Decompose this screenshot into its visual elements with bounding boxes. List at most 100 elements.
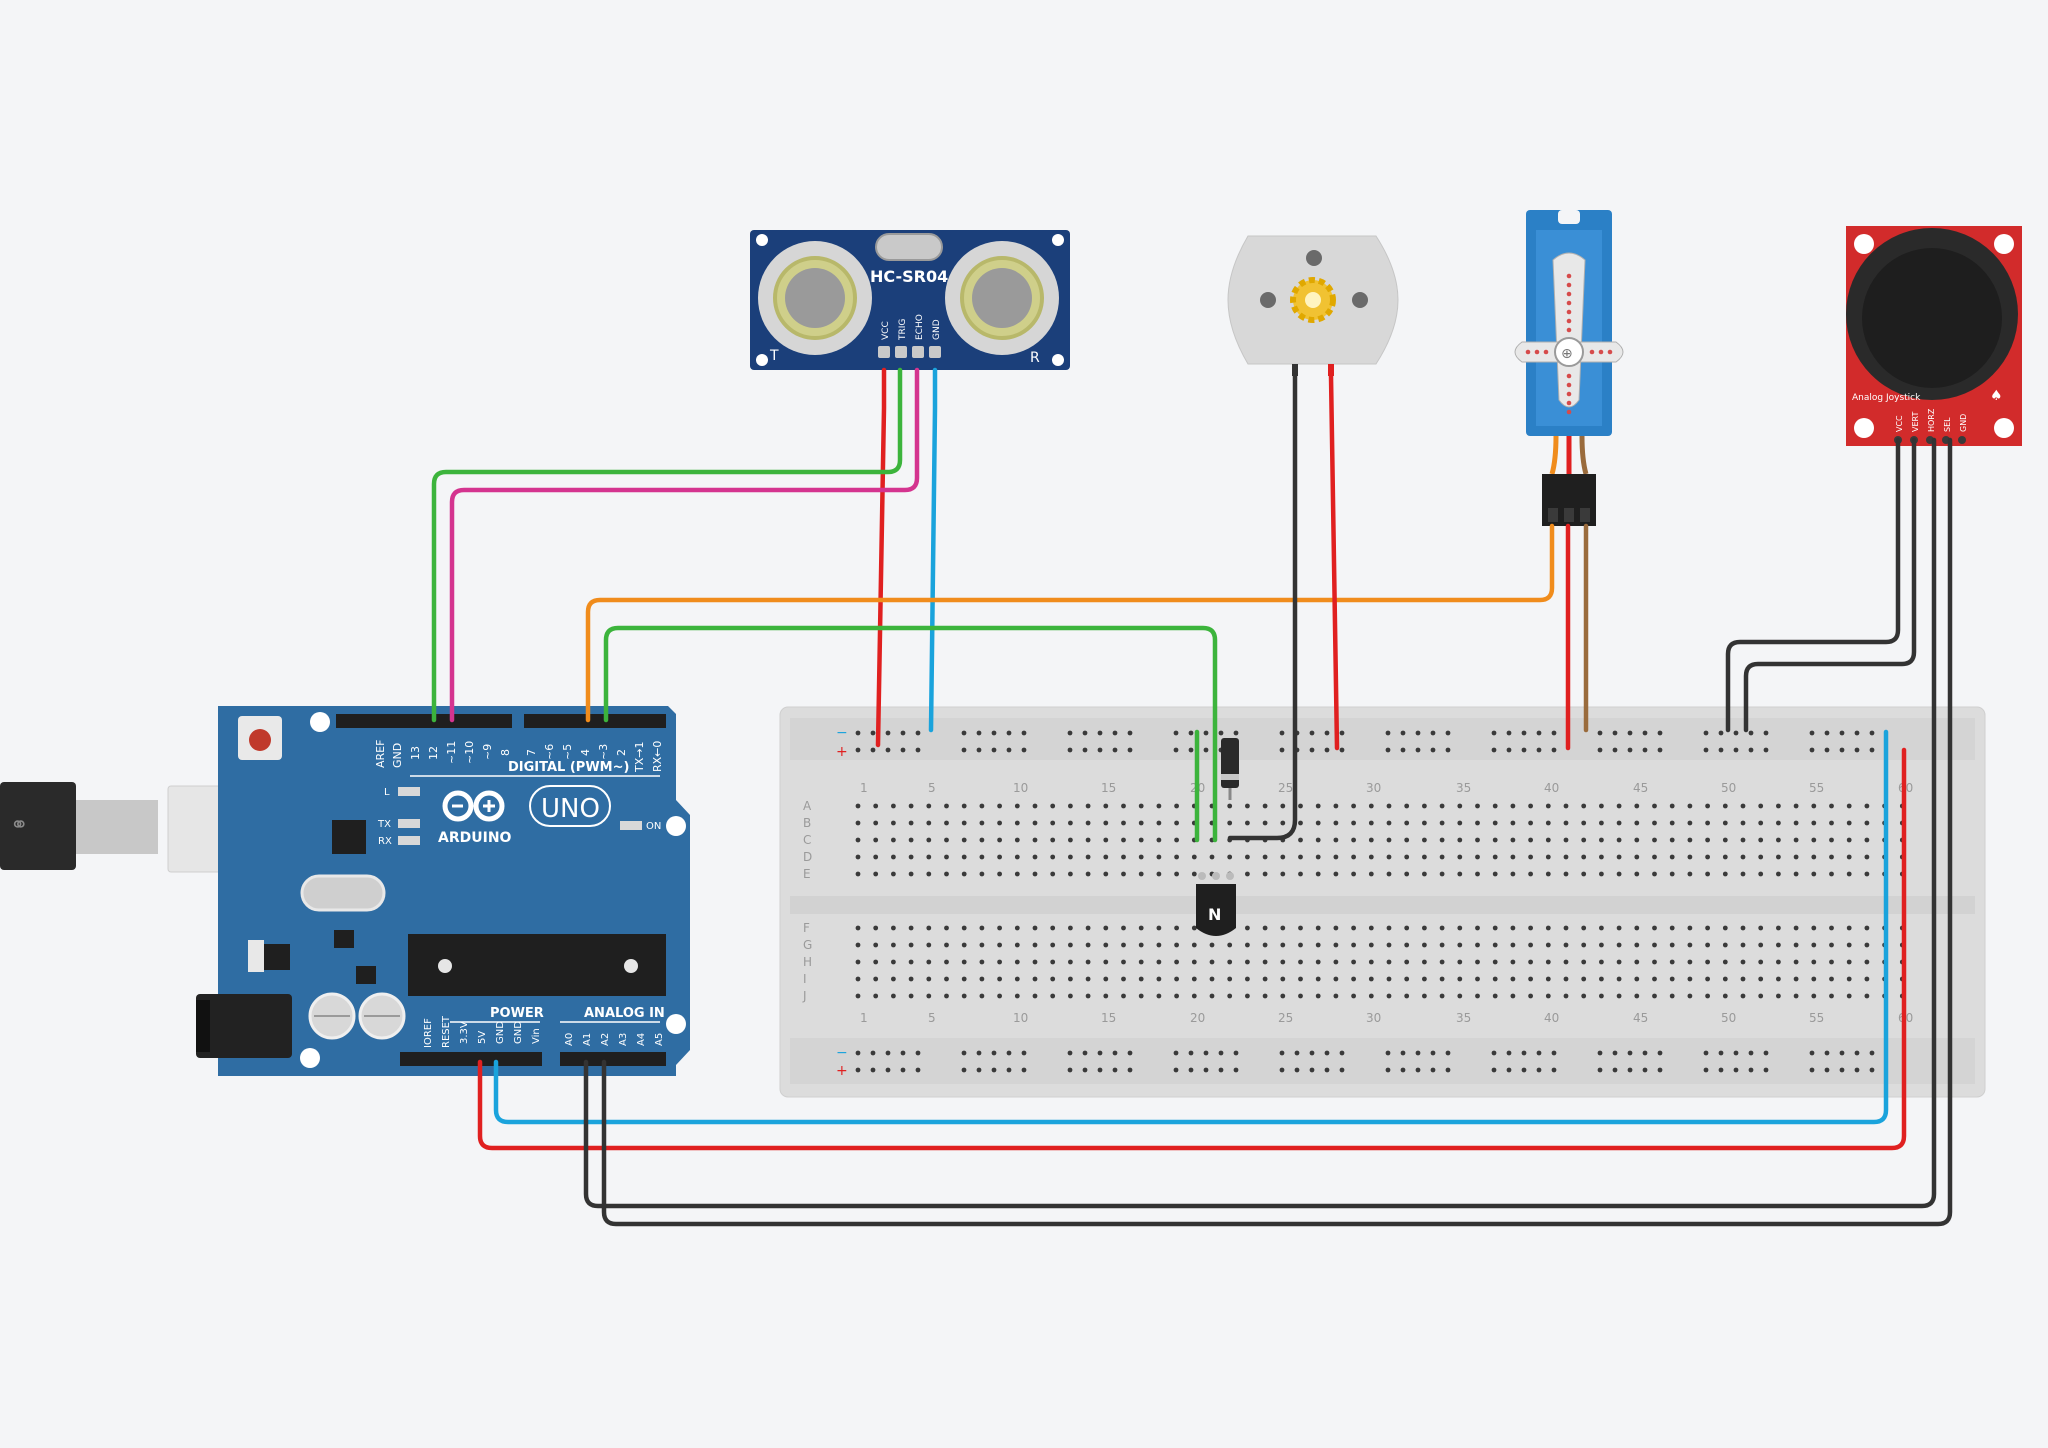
breadboard-hole[interactable] <box>1400 747 1406 753</box>
breadboard-hole[interactable] <box>997 925 1002 931</box>
breadboard-hole[interactable] <box>1669 803 1675 809</box>
breadboard-hole[interactable] <box>1103 959 1109 965</box>
breadboard-hole[interactable] <box>1138 993 1144 999</box>
breadboard-hole[interactable] <box>1793 959 1799 965</box>
breadboard-hole[interactable] <box>1669 959 1675 965</box>
breadboard-hole[interactable] <box>1227 942 1233 948</box>
breadboard-hole[interactable] <box>1551 747 1557 753</box>
wire-sensor-echo[interactable] <box>449 367 920 723</box>
breadboard-hole[interactable] <box>1068 803 1073 809</box>
breadboard-hole[interactable] <box>1510 803 1516 809</box>
breadboard-hole[interactable] <box>1718 1050 1724 1056</box>
breadboard-hole[interactable] <box>1581 803 1587 809</box>
breadboard-hole[interactable] <box>1014 959 1020 965</box>
breadboard-hole[interactable] <box>1138 976 1144 982</box>
breadboard-hole[interactable] <box>1793 837 1799 843</box>
breadboard-hole[interactable] <box>1824 1067 1830 1073</box>
breadboard-hole[interactable] <box>1521 747 1527 753</box>
breadboard-hole[interactable] <box>1368 976 1374 982</box>
breadboard-hole[interactable] <box>1333 820 1339 826</box>
breadboard-hole[interactable] <box>1156 871 1162 877</box>
breadboard-hole[interactable] <box>1616 803 1622 809</box>
breadboard-hole[interactable] <box>1627 1067 1633 1073</box>
breadboard-hole[interactable] <box>1050 942 1056 948</box>
breadboard-hole[interactable] <box>1854 1067 1860 1073</box>
breadboard-hole[interactable] <box>944 871 949 877</box>
breadboard-hole[interactable] <box>1050 837 1056 843</box>
breadboard-hole[interactable] <box>1430 747 1436 753</box>
wire-arduino-5v[interactable] <box>477 747 1907 1151</box>
breadboard-hole[interactable] <box>1634 854 1640 860</box>
breadboard-hole[interactable] <box>961 730 967 736</box>
breadboard-hole[interactable] <box>979 976 985 982</box>
breadboard-hole[interactable] <box>1854 1050 1860 1056</box>
breadboard-hole[interactable] <box>1298 976 1303 982</box>
breadboard-hole[interactable] <box>1315 959 1321 965</box>
breadboard-hole[interactable] <box>1404 993 1410 999</box>
breadboard-hole[interactable] <box>1203 1067 1209 1073</box>
breadboard-hole[interactable] <box>1528 925 1533 931</box>
breadboard-hole[interactable] <box>961 959 967 965</box>
breadboard-hole[interactable] <box>1021 730 1027 736</box>
breadboard-hole[interactable] <box>1829 925 1834 931</box>
breadboard-hole[interactable] <box>1191 976 1197 982</box>
breadboard-hole[interactable] <box>997 993 1002 999</box>
breadboard-hole[interactable] <box>1014 854 1020 860</box>
breadboard-hole[interactable] <box>1551 1067 1557 1073</box>
breadboard-hole[interactable] <box>900 1067 906 1073</box>
breadboard-hole[interactable] <box>855 976 861 982</box>
breadboard-hole[interactable] <box>1085 925 1091 931</box>
breadboard-hole[interactable] <box>1864 925 1870 931</box>
breadboard-hole[interactable] <box>1657 730 1663 736</box>
breadboard-hole[interactable] <box>1333 854 1339 860</box>
breadboard-hole[interactable] <box>1203 730 1209 736</box>
breadboard-hole[interactable] <box>1491 1067 1497 1073</box>
breadboard-hole[interactable] <box>855 1067 861 1073</box>
breadboard-hole[interactable] <box>1245 803 1250 809</box>
breadboard-hole[interactable] <box>961 925 967 931</box>
breadboard-hole[interactable] <box>1652 925 1657 931</box>
breadboard-hole[interactable] <box>1740 854 1746 860</box>
breadboard-hole[interactable] <box>1445 1050 1451 1056</box>
breadboard-hole[interactable] <box>1612 747 1618 753</box>
breadboard-hole[interactable] <box>1758 854 1764 860</box>
breadboard-hole[interactable] <box>1599 854 1604 860</box>
breadboard-hole[interactable] <box>1722 925 1728 931</box>
breadboard-hole[interactable] <box>1669 976 1675 982</box>
breadboard-hole[interactable] <box>1112 1067 1118 1073</box>
breadboard-hole[interactable] <box>1722 837 1728 843</box>
breadboard-hole[interactable] <box>1404 820 1410 826</box>
breadboard-hole[interactable] <box>997 837 1002 843</box>
breadboard-hole[interactable] <box>1439 854 1445 860</box>
breadboard-hole[interactable] <box>1491 747 1497 753</box>
breadboard-hole[interactable] <box>991 1050 997 1056</box>
breadboard-hole[interactable] <box>944 803 949 809</box>
breadboard-hole[interactable] <box>1616 959 1622 965</box>
breadboard-hole[interactable] <box>1050 976 1056 982</box>
breadboard-hole[interactable] <box>1439 976 1445 982</box>
breadboard-hole[interactable] <box>1127 1067 1133 1073</box>
breadboard-hole[interactable] <box>891 925 896 931</box>
breadboard-hole[interactable] <box>1829 820 1834 826</box>
breadboard-hole[interactable] <box>1776 820 1781 826</box>
breadboard-hole[interactable] <box>1475 976 1480 982</box>
breadboard-hole[interactable] <box>979 854 985 860</box>
breadboard-hole[interactable] <box>1811 942 1817 948</box>
breadboard-hole[interactable] <box>1492 942 1498 948</box>
breadboard-hole[interactable] <box>1634 820 1640 826</box>
breadboard-hole[interactable] <box>926 820 932 826</box>
breadboard-hole[interactable] <box>1669 820 1675 826</box>
breadboard-hole[interactable] <box>1705 854 1710 860</box>
breadboard-hole[interactable] <box>1351 993 1356 999</box>
breadboard-hole[interactable] <box>1309 747 1315 753</box>
breadboard-hole[interactable] <box>1014 837 1020 843</box>
breadboard-hole[interactable] <box>1854 730 1860 736</box>
breadboard-hole[interactable] <box>1763 747 1769 753</box>
breadboard-hole[interactable] <box>1492 871 1498 877</box>
breadboard-hole[interactable] <box>1846 803 1852 809</box>
breadboard-hole[interactable] <box>1634 837 1640 843</box>
breadboard-hole[interactable] <box>1298 803 1303 809</box>
breadboard-hole[interactable] <box>1309 730 1315 736</box>
breadboard-hole[interactable] <box>1386 976 1392 982</box>
breadboard-hole[interactable] <box>944 837 949 843</box>
